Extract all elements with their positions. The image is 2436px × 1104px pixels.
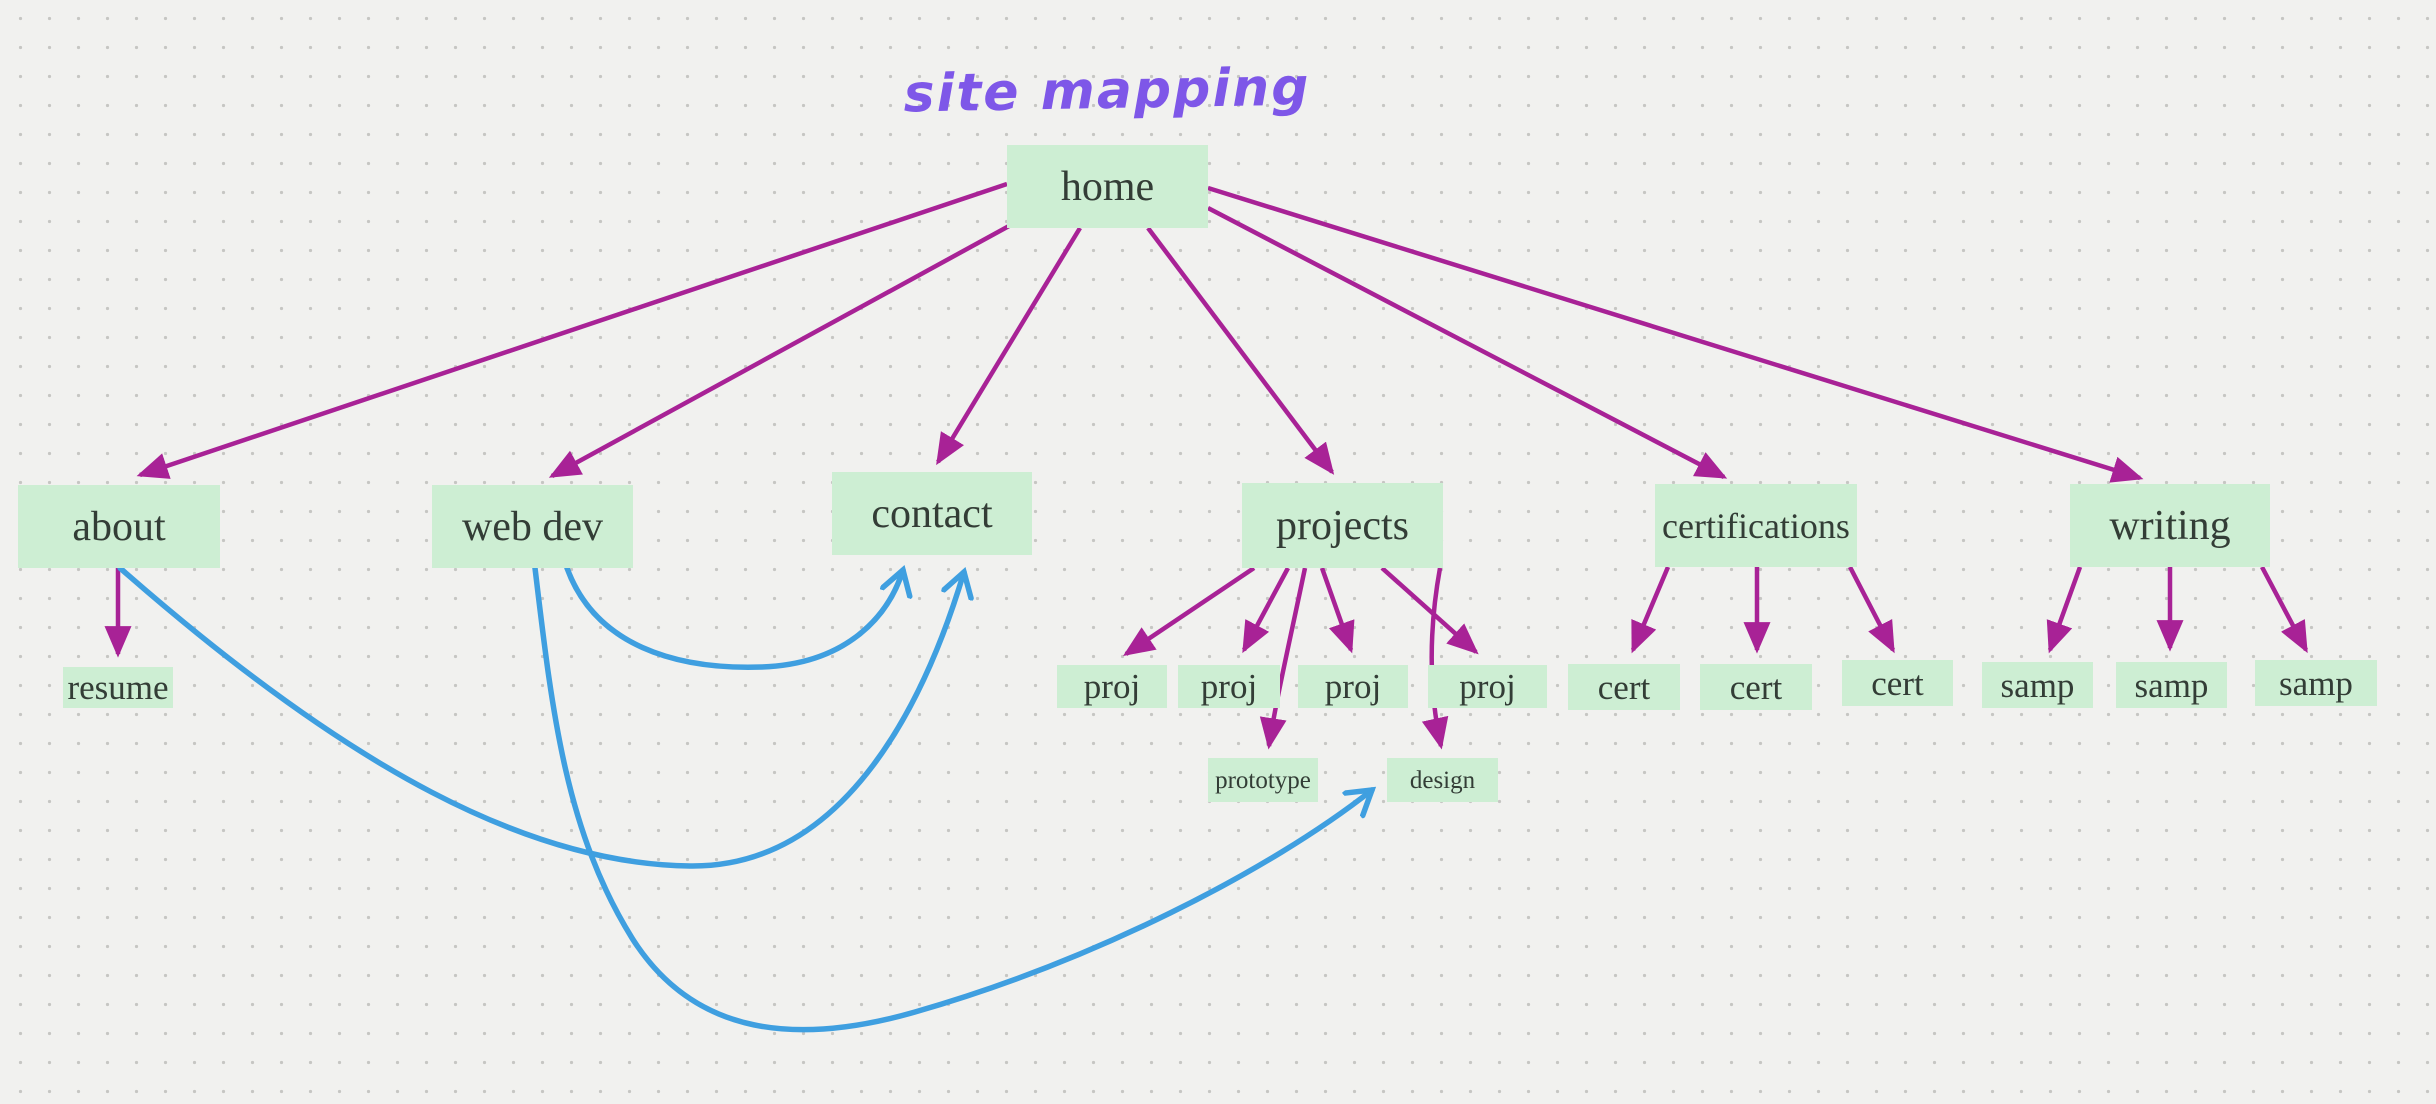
edge-projects-proj-4[interactable] [1380, 566, 1479, 655]
edge-web-dev-contact[interactable] [564, 568, 903, 670]
edge-certifications-cert-1[interactable] [1630, 566, 1671, 654]
node-certifications[interactable]: certifications [1655, 484, 1857, 567]
node-contact[interactable]: contact [832, 472, 1032, 555]
node-cert-1[interactable]: cert [1568, 664, 1680, 710]
node-design[interactable]: design [1387, 758, 1498, 802]
edge-projects-design[interactable] [1421, 567, 1449, 750]
node-samp-1[interactable]: samp [1982, 662, 2093, 708]
node-proj-2[interactable]: proj [1178, 665, 1280, 708]
node-home[interactable]: home [1007, 145, 1208, 228]
node-projects[interactable]: projects [1242, 483, 1443, 568]
node-samp-2[interactable]: samp [2116, 662, 2227, 708]
node-prototype[interactable]: prototype [1208, 758, 1318, 802]
edge-home-certifications[interactable] [1206, 206, 1728, 479]
node-web-dev[interactable]: web dev [432, 485, 633, 568]
node-proj-4[interactable]: proj [1428, 665, 1547, 708]
node-resume[interactable]: resume [63, 667, 173, 708]
edge-about-contact[interactable] [117, 565, 964, 869]
edge-projects-proj-2[interactable] [1242, 566, 1290, 654]
edge-writing-samp-1[interactable] [2046, 566, 2083, 654]
edge-projects-proj-3[interactable] [1319, 567, 1355, 654]
node-proj-1[interactable]: proj [1057, 665, 1167, 708]
node-cert-2[interactable]: cert [1700, 664, 1812, 710]
node-samp-3[interactable]: samp [2255, 660, 2377, 706]
node-cert-3[interactable]: cert [1842, 660, 1953, 706]
edge-certifications-cert-3[interactable] [1848, 565, 1895, 654]
edge-home-web-dev[interactable] [548, 224, 1011, 478]
edge-home-contact[interactable] [936, 226, 1082, 466]
edge-web-dev-design[interactable] [532, 565, 1372, 1033]
edge-projects-prototype[interactable] [1259, 567, 1308, 750]
node-proj-3[interactable]: proj [1298, 665, 1408, 708]
node-writing[interactable]: writing [2070, 484, 2270, 567]
edge-home-writing[interactable] [1207, 185, 2144, 483]
edge-writing-samp-3[interactable] [2260, 565, 2308, 654]
edge-projects-proj-1[interactable] [1123, 566, 1256, 657]
node-about[interactable]: about [18, 485, 220, 568]
edge-home-about[interactable] [136, 181, 1008, 479]
edge-home-projects[interactable] [1146, 226, 1335, 475]
